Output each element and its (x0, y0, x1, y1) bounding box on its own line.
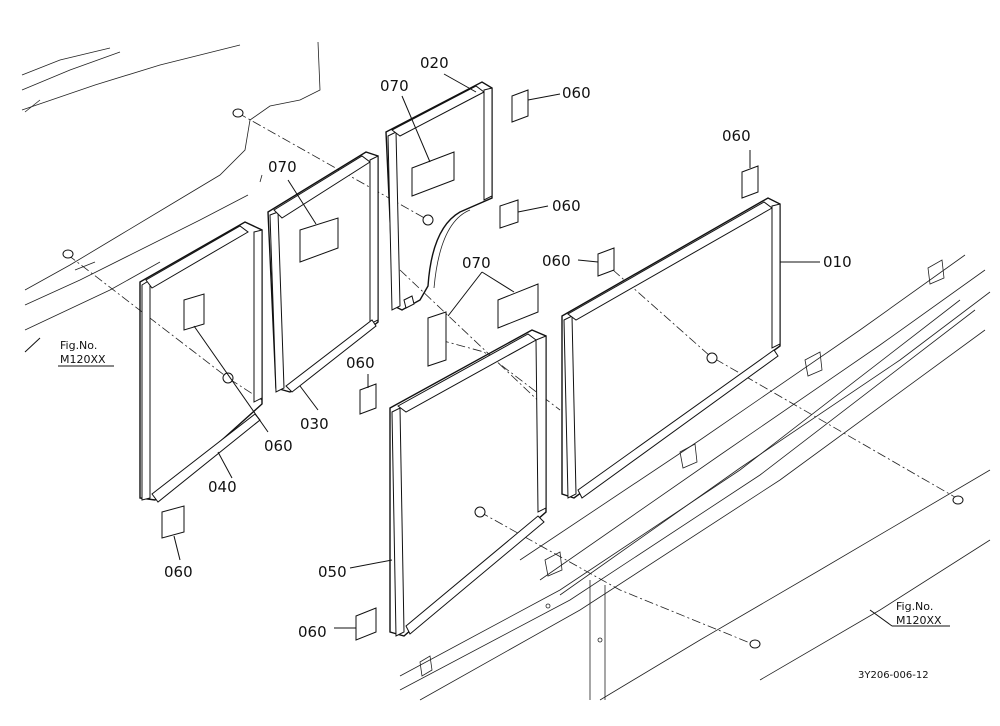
figure-reference-right: Fig.No. M120XX (896, 600, 942, 627)
label-070: 070 (380, 77, 409, 95)
grommet (474, 506, 486, 518)
pad-060 (161, 505, 185, 539)
label-060: 060 (542, 252, 571, 270)
label-050: 050 (318, 563, 347, 581)
label-010: 010 (823, 253, 852, 271)
grommet (232, 108, 244, 118)
grommet (749, 639, 761, 649)
pad-060 (741, 165, 759, 199)
panel-030 (267, 151, 379, 393)
leader-lines (24, 73, 950, 629)
cab-body-outline (21, 41, 321, 331)
pads-060 (161, 89, 759, 641)
floor-rail-structure (399, 254, 991, 701)
sticker-070 (497, 283, 539, 329)
label-030: 030 (300, 415, 329, 433)
panel-040 (139, 221, 263, 503)
drawing-code: 3Y206-006-12 (858, 670, 929, 681)
pad-060 (183, 293, 205, 331)
pad-060 (597, 247, 615, 277)
assembly-center-lines (67, 112, 961, 646)
panel-010 (561, 197, 781, 499)
fig-ref-left-line1: Fig.No. (60, 339, 97, 352)
sticker-070 (427, 311, 447, 367)
grommet (422, 214, 434, 226)
panel-050 (389, 329, 547, 637)
figure-reference-left: Fig.No. M120XX (60, 339, 106, 366)
grommet (952, 495, 964, 505)
grommet (222, 372, 234, 384)
label-040: 040 (208, 478, 237, 496)
label-070: 070 (268, 158, 297, 176)
fig-ref-right-line2: M120XX (896, 614, 942, 627)
pad-060 (355, 607, 377, 641)
pad-060 (359, 383, 377, 415)
pad-060 (499, 199, 519, 229)
label-060: 060 (562, 84, 591, 102)
label-060: 060 (164, 563, 193, 581)
label-060: 060 (346, 354, 375, 372)
fig-ref-right-line1: Fig.No. (896, 600, 933, 613)
pad-060 (511, 89, 529, 123)
grommet (62, 249, 74, 259)
label-020: 020 (420, 54, 449, 72)
panel-020 (385, 81, 493, 311)
part-labels: 020 070 060 070 060 060 070 060 010 060 … (164, 54, 852, 641)
fig-ref-left-line2: M120XX (60, 353, 106, 366)
stickers-070 (299, 151, 539, 367)
grommet (706, 352, 718, 364)
sticker-070 (299, 217, 339, 263)
label-060: 060 (264, 437, 293, 455)
label-060: 060 (722, 127, 751, 145)
label-070: 070 (462, 254, 491, 272)
label-060: 060 (552, 197, 581, 215)
fasteners (62, 108, 964, 649)
label-060: 060 (298, 623, 327, 641)
sticker-070 (411, 151, 455, 197)
